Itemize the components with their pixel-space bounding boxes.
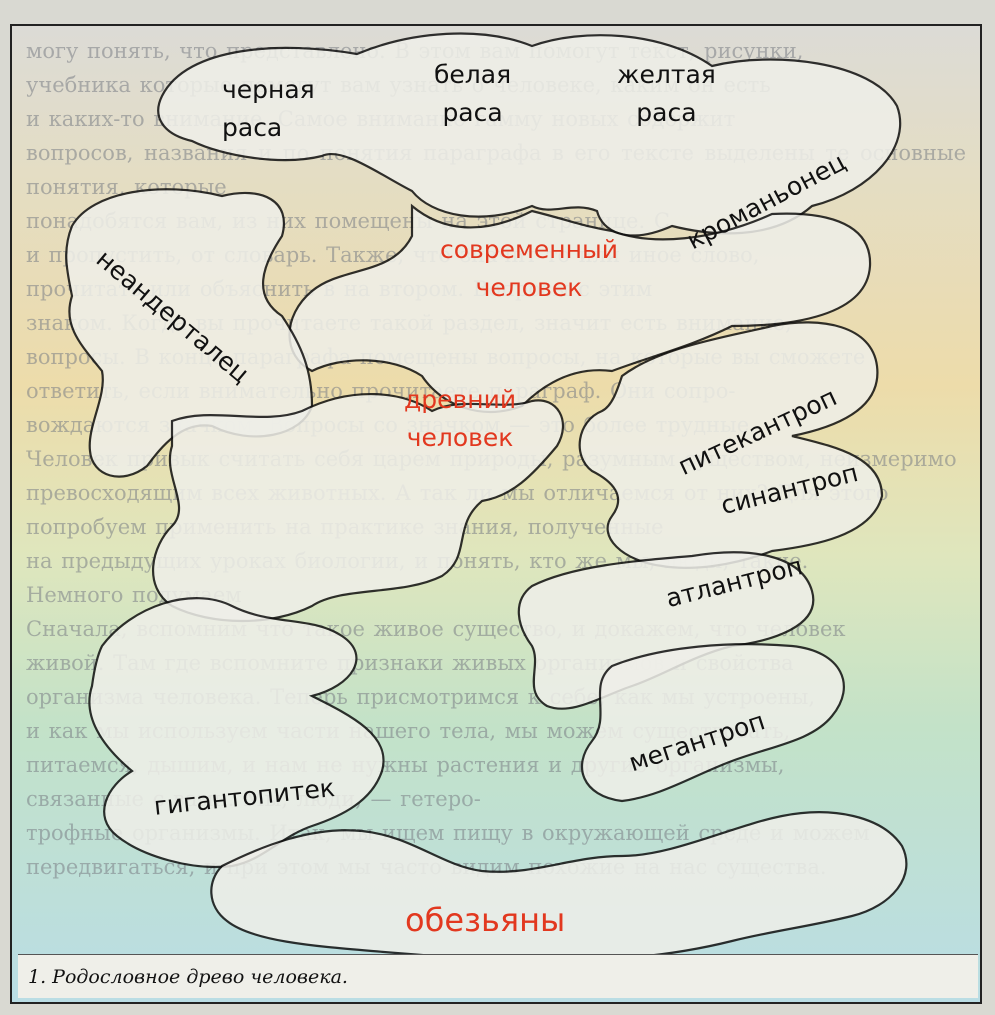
label-apes: обезьяны <box>405 901 565 939</box>
figure-caption: 1. Родословное древо человека. <box>18 954 978 998</box>
blob-gigantopithecus <box>89 598 383 867</box>
figure-frame: могу понять, что представлено. В этом ва… <box>10 24 982 1004</box>
